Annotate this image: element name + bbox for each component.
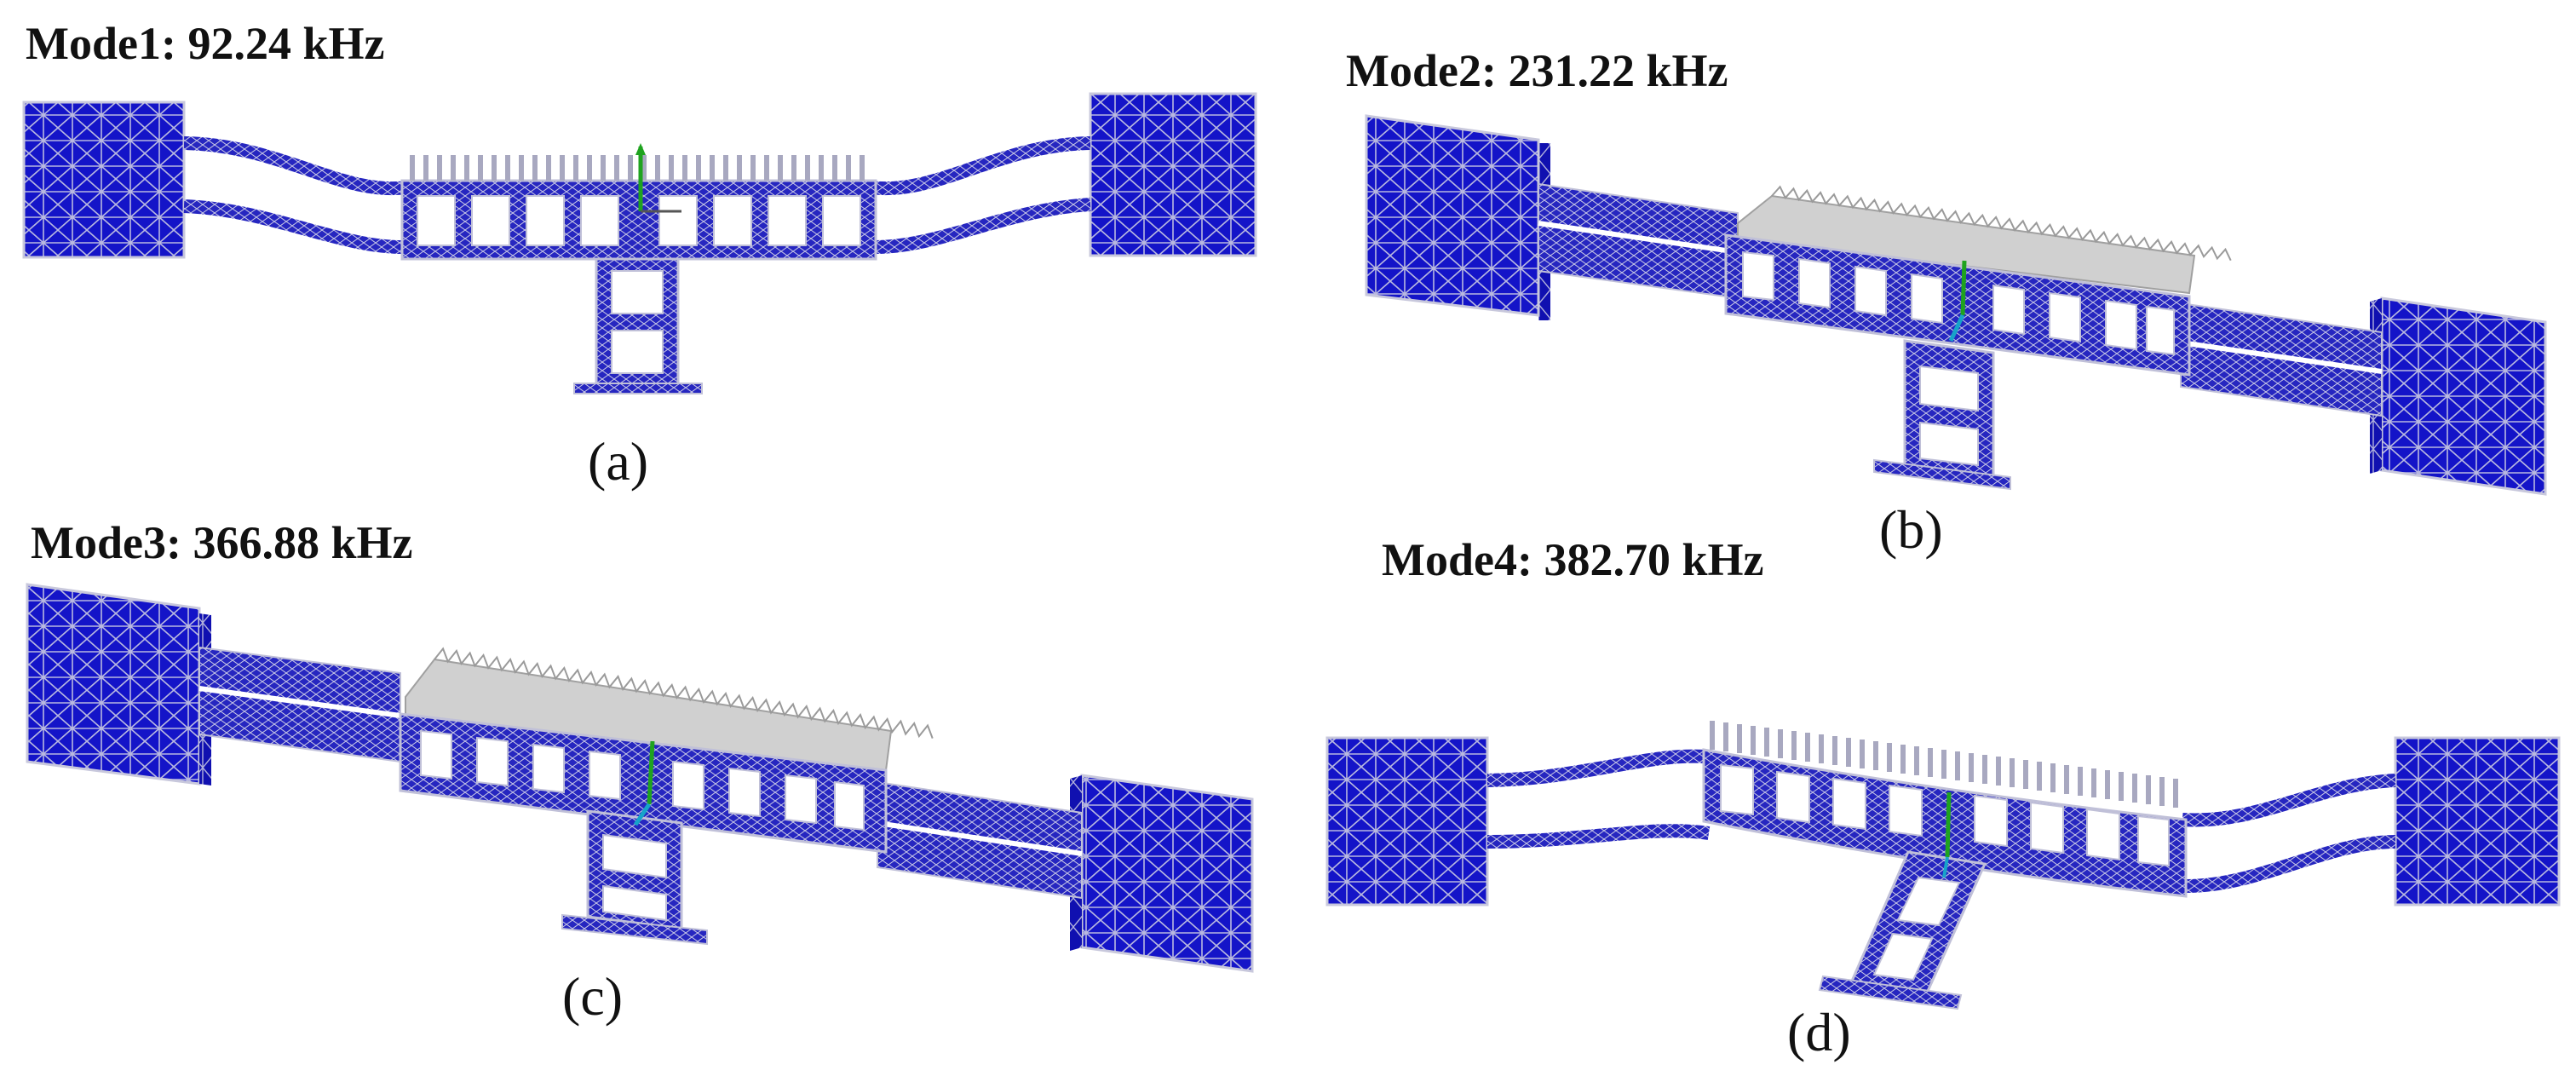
mode1-title: Mode1: 92.24 kHz <box>26 18 385 69</box>
panel-d-left-anchor <box>1325 736 1489 906</box>
panel-b-left-anchor <box>1365 114 1540 317</box>
mode2-title: Mode2: 231.22 kHz <box>1346 45 1728 96</box>
panel-c-left-anchor <box>26 583 201 786</box>
panel-d-right-beam-top <box>2182 774 2396 827</box>
panel-c-axis-triad <box>633 740 655 826</box>
panel-label-b: (b) <box>1879 499 1943 560</box>
panel-d-right-anchor <box>2394 736 2561 906</box>
panel-c-right-anchor <box>1080 774 1254 973</box>
panel-label-a: (a) <box>588 431 649 492</box>
panel-b-right-anchor <box>2380 296 2547 496</box>
panel-a-left-beam-top <box>183 136 409 196</box>
panel-a-axis-triad <box>635 143 681 213</box>
panel-a-left-anchor <box>22 101 186 259</box>
panel-d-shuttle <box>1702 748 2188 898</box>
panel-d-foot <box>1818 975 1963 1010</box>
panel-c-foot <box>561 913 708 946</box>
panel-d-stem <box>1848 850 1987 999</box>
panel-a-left-beam-bottom <box>183 199 408 255</box>
panel-a-foot <box>573 383 703 394</box>
panel-label-d: (d) <box>1787 1002 1851 1062</box>
panel-b-axis-triad <box>1948 260 1967 342</box>
panel-d-axis-triad <box>1942 791 1952 878</box>
panel-a-right-anchor <box>1089 92 1257 257</box>
panel-d-model <box>1325 721 2561 1010</box>
panel-a-model <box>22 92 1257 394</box>
panel-d-right-beam-bottom <box>2182 835 2396 894</box>
panel-b-foot <box>1873 458 2011 491</box>
panel-b-model <box>1365 114 2547 496</box>
panel-a-right-beam-bottom <box>870 198 1091 255</box>
panel-d-left-beam-top <box>1486 749 1706 787</box>
mode3-title: Mode3: 366.88 kHz <box>31 517 413 568</box>
mode4-title: Mode4: 382.70 kHz <box>1382 534 1764 585</box>
panel-c-shuttle <box>399 712 888 854</box>
panel-a-right-beam-top <box>869 136 1091 196</box>
panel-b-left-beams <box>1538 182 1739 300</box>
panel-c-model <box>26 583 1254 973</box>
panel-label-c: (c) <box>562 966 624 1027</box>
panel-d-left-beam-bottom <box>1486 824 1711 849</box>
